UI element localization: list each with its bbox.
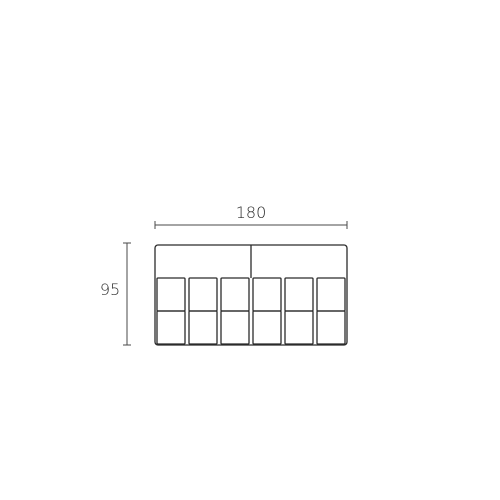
cushion-cell [220, 277, 250, 312]
cushion-cell [252, 310, 282, 345]
width-dimension: 180 [154, 203, 348, 229]
cushion-cell [188, 277, 218, 312]
cushion-cell [316, 310, 346, 345]
cushion-cell [156, 310, 186, 345]
cushion-cell [188, 310, 218, 345]
cushion-cell [156, 277, 186, 312]
cushion-cell [220, 310, 250, 345]
cushion-cell [316, 277, 346, 312]
width-dimension-label: 180 [236, 203, 267, 222]
cushion-cell [284, 310, 314, 345]
height-dimension: 95 [100, 242, 131, 346]
cushion-cell [284, 277, 314, 312]
module-drawing [154, 244, 348, 346]
height-dimension-label: 95 [100, 280, 120, 299]
cushion-cell [252, 277, 282, 312]
